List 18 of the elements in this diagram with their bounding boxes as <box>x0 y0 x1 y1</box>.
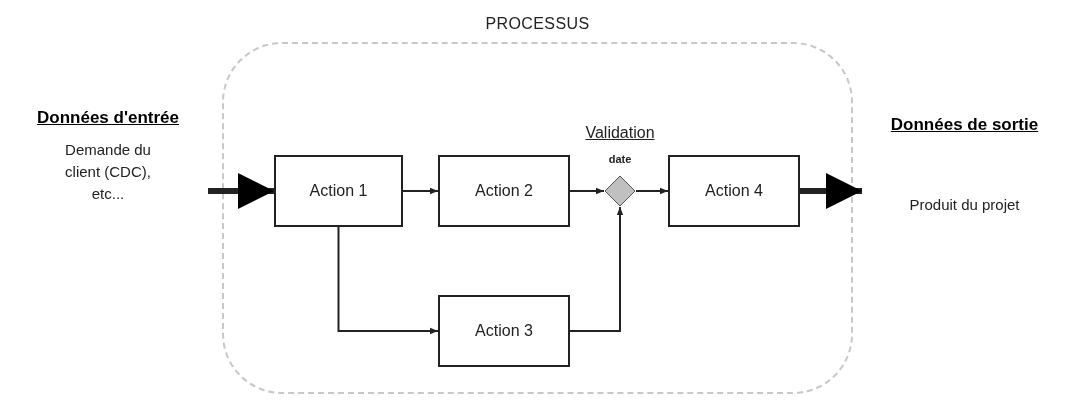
arrow <box>569 187 605 195</box>
data-heading: Données de sortie <box>890 114 1039 136</box>
arrow <box>635 187 669 195</box>
data-description: Produit du projet <box>909 194 1020 215</box>
arrow <box>337 226 439 335</box>
action-box: Action 2 <box>438 155 570 227</box>
validation-label: Validation <box>584 123 656 143</box>
action-box: Action 1 <box>274 155 403 227</box>
date-label: date <box>607 152 633 167</box>
action-box: Action 3 <box>438 295 570 367</box>
data-heading: Données d'entrée <box>37 107 179 129</box>
process-title: PROCESSUS <box>484 14 591 34</box>
thick-arrow <box>208 173 274 209</box>
action-box: Action 4 <box>668 155 800 227</box>
data-description: Demande du client (CDC), etc... <box>64 139 152 204</box>
thick-arrow <box>800 173 862 209</box>
arrow <box>402 187 439 195</box>
arrow <box>569 206 624 332</box>
